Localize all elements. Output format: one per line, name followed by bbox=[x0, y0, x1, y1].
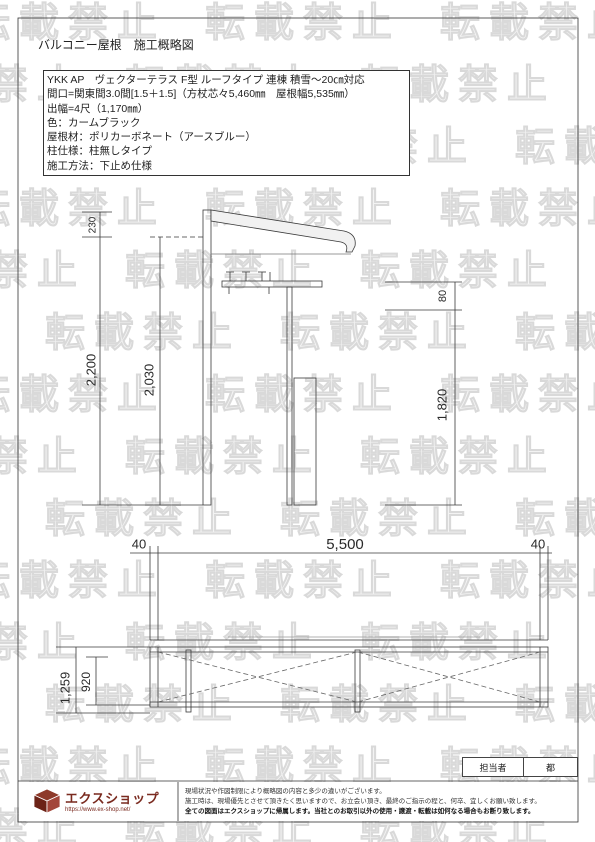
signoff-box: 担当者 都 bbox=[462, 757, 578, 777]
roof-plan-outline bbox=[149, 646, 549, 708]
dim-label-depth: 1,259 bbox=[57, 672, 72, 705]
brace-diagonal bbox=[157, 651, 358, 703]
dim-label-rail-height: 1,820 bbox=[434, 389, 449, 422]
spec-line-post-type: 柱仕様：柱無しタイプ bbox=[47, 145, 152, 158]
dim-label-width: 5,500 bbox=[326, 536, 364, 553]
dim-label-roof-height: 230 bbox=[88, 216, 99, 233]
footer: エクスショップ https://www.ex-shop.net/ 現場状況や作図… bbox=[19, 782, 577, 821]
cube-logo-icon bbox=[33, 788, 61, 814]
dim-label-under-roof-height: 2,030 bbox=[141, 364, 156, 397]
spec-line-color: 色：カームブラック bbox=[47, 116, 141, 129]
company-logo[interactable]: エクスショップ https://www.ex-shop.net/ bbox=[33, 786, 178, 818]
spec-line-install-method: 施工方法：下止め仕様 bbox=[47, 159, 152, 172]
signoff-label: 担当者 bbox=[463, 758, 524, 776]
footer-notes: 現場状況や作図制限により概略図の内容と多少の違いがございます。 施工時は、現場優… bbox=[185, 787, 573, 817]
company-url[interactable]: https://www.ex-shop.net/ bbox=[65, 807, 131, 813]
note-line: 現場状況や作図制限により概略図の内容と多少の違いがございます。 bbox=[185, 788, 386, 795]
company-name: エクスショップ bbox=[65, 791, 160, 806]
handrail bbox=[221, 280, 323, 288]
signoff-value: 都 bbox=[545, 762, 555, 773]
footer-divider bbox=[177, 782, 179, 821]
spec-line-width: 間口=関東間3.0間[1.5＋1.5]（方杖芯々5,460㎜ 屋根幅5,535㎜… bbox=[47, 88, 355, 101]
spec-line-roof-material: 屋根材：ポリカーボネート（アースブルー） bbox=[47, 131, 256, 144]
note-line: 全ての図面はエクスショップに帰属します。当社とのお取引以外の使用・譲渡・転載は如… bbox=[185, 808, 535, 815]
dim-label-right-margin: 40 bbox=[531, 536, 545, 551]
cube-right-face bbox=[46, 794, 61, 814]
spec-line-product: YKK AP ヴェクターテラス F型 ルーフタイプ 連棟 積雪～20㎝対応 bbox=[47, 74, 365, 86]
plan-view: 40 5,500 40 1,259 9 bbox=[56, 536, 552, 714]
dim-label-projection: 920 bbox=[79, 672, 93, 692]
page-title: バルコニー屋根 施工概略図 bbox=[38, 38, 194, 52]
brace-diagonal bbox=[157, 651, 358, 703]
dim-label-left-margin: 40 bbox=[132, 536, 146, 551]
spec-line-projection: 出幅=4尺（1,170㎜） bbox=[47, 102, 149, 115]
roof-rafter bbox=[354, 649, 361, 713]
dim-label-rail-top: 80 bbox=[437, 290, 449, 302]
building-wall bbox=[202, 209, 212, 506]
railing-panel bbox=[293, 377, 317, 506]
spec-box: YKK AP ヴェクターテラス F型 ルーフタイプ 連棟 積雪～20㎝対応 間口… bbox=[43, 70, 410, 177]
railing-post bbox=[286, 286, 293, 506]
note-line: 施工時は、現場優先とさせて頂きたく思いますので、お立会い頂き、最終のご指示の程と… bbox=[185, 798, 541, 805]
roof-rafter bbox=[185, 649, 192, 713]
sheet-border bbox=[17, 17, 579, 823]
roof-panel bbox=[210, 209, 356, 253]
side-view: 230 2,200 2,030 8 bbox=[82, 209, 462, 506]
dim-label-total-height: 2,200 bbox=[83, 354, 98, 387]
